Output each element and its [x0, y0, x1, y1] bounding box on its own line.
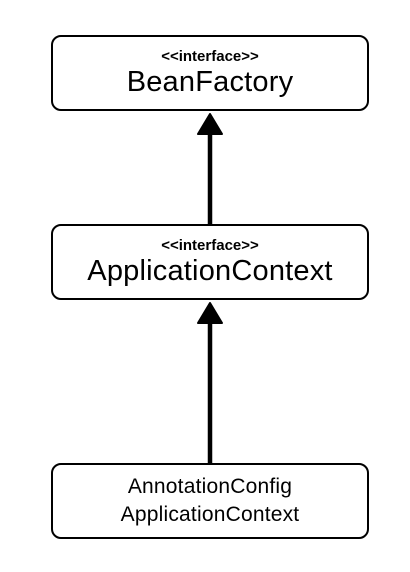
annotationconfig-name-line1: AnnotationConfig: [127, 475, 293, 498]
annotationconfig-name-line2: ApplicationContext: [120, 503, 300, 526]
beanfactory-name: BeanFactory: [126, 66, 294, 98]
applicationcontext-node: <<interface>> ApplicationContext: [51, 224, 369, 300]
arrow-applicationcontext-to-beanfactory: [197, 113, 223, 227]
annotationconfig-node: AnnotationConfig ApplicationContext: [51, 463, 369, 539]
applicationcontext-stereotype: <<interface>>: [161, 237, 259, 254]
arrow-annotationconfig-to-applicationcontext: [197, 302, 223, 466]
beanfactory-stereotype: <<interface>>: [161, 48, 259, 65]
applicationcontext-name: ApplicationContext: [87, 255, 333, 287]
beanfactory-node: <<interface>> BeanFactory: [51, 35, 369, 111]
